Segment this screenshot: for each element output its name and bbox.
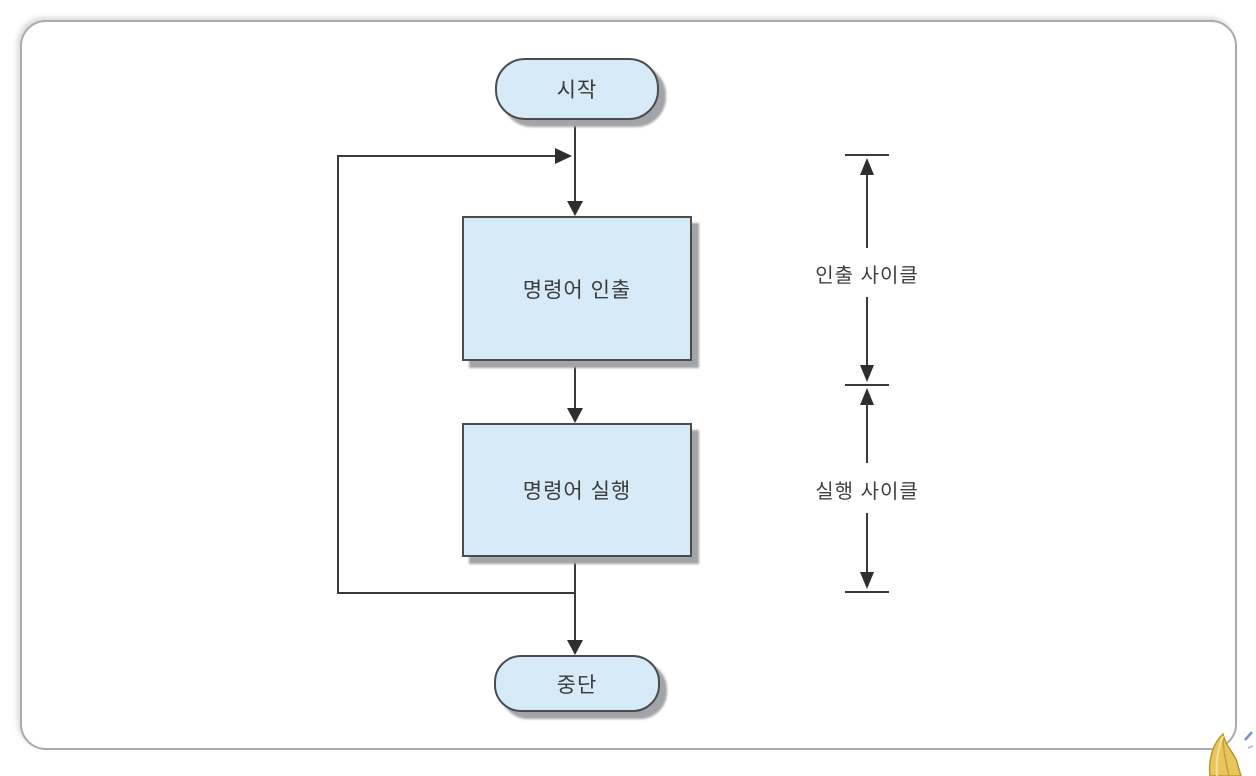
flowchart-node-fetch: 명령어 인출 xyxy=(462,216,692,361)
edge-start-to-fetch xyxy=(567,116,583,216)
flowchart-node-execute: 명령어 실행 xyxy=(462,423,692,557)
figure-frame xyxy=(20,20,1237,750)
flowchart-node-fetch-label: 명령어 인출 xyxy=(522,278,632,302)
flowchart-node-start: 시작 xyxy=(495,58,659,120)
gold-ornament-graphic xyxy=(1208,731,1254,776)
edge-fetch-to-execute xyxy=(567,357,583,423)
fetch-cycle-label: 인출 사이클 xyxy=(782,259,952,288)
execute-cycle-label: 실행 사이클 xyxy=(782,475,952,504)
flowchart-node-start-label: 시작 xyxy=(556,79,598,102)
flowchart-node-halt: 중단 xyxy=(494,655,660,712)
flowchart-node-halt-label: 중단 xyxy=(556,673,598,697)
execute-cycle-dimension-line xyxy=(845,388,889,593)
flowchart-node-execute-label: 명령어 실행 xyxy=(522,480,632,503)
fetch-cycle-dimension-line xyxy=(845,154,889,386)
edge-execute-to-halt xyxy=(567,553,583,655)
edge-loop-back xyxy=(337,148,575,594)
